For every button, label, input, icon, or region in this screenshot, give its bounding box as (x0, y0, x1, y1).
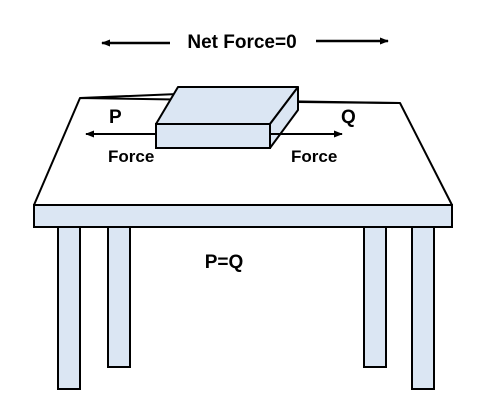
table-leg-front-right (411, 226, 435, 390)
force-label-left: Force (108, 147, 154, 166)
table-edge (33, 204, 453, 228)
rope-right (296, 101, 401, 104)
block-front (155, 123, 271, 149)
table-leg-back-right (363, 226, 387, 368)
equation-label: P=Q (205, 252, 244, 273)
net-force-label: Net Force=0 (187, 32, 296, 53)
force-label-right: Force (291, 147, 337, 166)
table-leg-back-left (107, 226, 131, 368)
label-q: Q (341, 107, 356, 128)
rope-left (79, 93, 179, 99)
table-leg-front-left (57, 226, 81, 390)
label-p: P (109, 107, 122, 128)
